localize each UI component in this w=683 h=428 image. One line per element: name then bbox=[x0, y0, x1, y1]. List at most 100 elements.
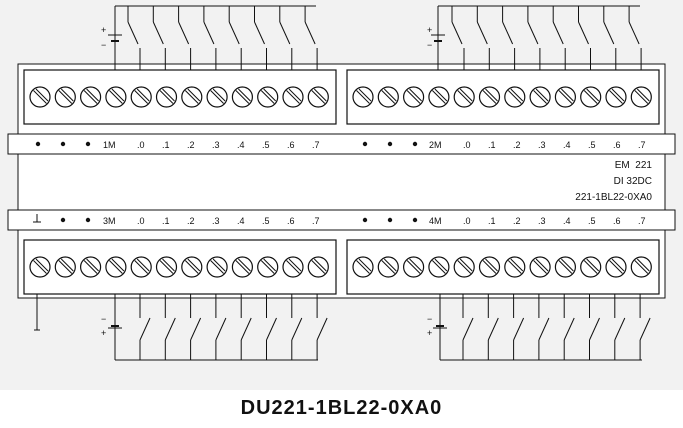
screw-terminal-bottom-right-6 bbox=[504, 256, 526, 278]
screw-terminal-bottom-left-9 bbox=[257, 256, 279, 278]
screw-terminal-bottom-right-1 bbox=[377, 256, 399, 278]
screw-terminal-bottom-left-5 bbox=[155, 256, 178, 278]
screw-terminal-top-right-4 bbox=[453, 86, 475, 108]
input-switches-top bbox=[115, 5, 642, 70]
input-label-i0-4: .4 bbox=[237, 140, 245, 150]
switch-top-left-0 bbox=[127, 6, 141, 70]
screw-terminal-bottom-left-11 bbox=[307, 256, 329, 278]
screw-terminal-bottom-left-0 bbox=[29, 256, 51, 278]
supply-minus-bottom-right: − bbox=[427, 314, 432, 324]
strip-dot-6 bbox=[60, 217, 66, 223]
switch-bottom-left-4 bbox=[240, 294, 252, 360]
common-label-2m: 2M bbox=[429, 140, 442, 150]
upper-label-strip bbox=[7, 133, 676, 155]
screw-terminal-bottom-right-10 bbox=[605, 256, 627, 278]
switch-bottom-left-5 bbox=[266, 294, 277, 360]
strip-dot-3 bbox=[362, 141, 368, 147]
switch-bottom-right-2 bbox=[513, 294, 525, 360]
diagram-caption: DU221-1BL22-0XA0 bbox=[240, 397, 443, 419]
dc-supply-bottom-right bbox=[433, 294, 447, 360]
supply-plus-bottom-left: + bbox=[101, 328, 106, 338]
screw-terminal-bottom-left-10 bbox=[282, 256, 304, 278]
input-label-i2-4: .4 bbox=[237, 216, 245, 226]
strip-dot-5 bbox=[412, 141, 418, 147]
input-label-i3-2: .2 bbox=[513, 216, 521, 226]
input-label-i2-2: .2 bbox=[187, 216, 195, 226]
strip-dot-1 bbox=[60, 141, 66, 147]
supply-plus-top-left: + bbox=[101, 25, 106, 35]
switch-bottom-left-1 bbox=[164, 294, 176, 360]
screw-terminal-top-left-10 bbox=[282, 86, 304, 108]
screw-terminal-top-right-6 bbox=[504, 86, 526, 108]
screw-terminal-top-right-3 bbox=[428, 86, 450, 108]
switch-top-left-4 bbox=[228, 6, 242, 70]
strip-dot-0 bbox=[35, 141, 41, 147]
input-label-i1-7: .7 bbox=[638, 140, 646, 150]
switch-bottom-right-0 bbox=[462, 294, 474, 360]
screw-terminal-bottom-right-0 bbox=[352, 256, 374, 278]
supply-plus-top-right: + bbox=[427, 25, 432, 35]
input-label-i0-1: .1 bbox=[162, 140, 170, 150]
input-label-i0-2: .2 bbox=[187, 140, 195, 150]
common-label-4m: 4M bbox=[429, 216, 442, 226]
switch-top-right-2 bbox=[502, 6, 516, 70]
switch-bottom-right-7 bbox=[639, 294, 651, 360]
switch-top-left-2 bbox=[178, 6, 192, 70]
screw-terminal-bottom-right-11 bbox=[630, 256, 652, 278]
screw-terminal-bottom-right-2 bbox=[403, 256, 425, 278]
dc-supplies bbox=[108, 6, 447, 360]
screw-terminals-bottom bbox=[29, 256, 652, 278]
switch-bottom-right-1 bbox=[487, 294, 499, 360]
input-label-i3-0: .0 bbox=[463, 216, 471, 226]
input-label-i3-4: .4 bbox=[563, 216, 571, 226]
module-order-number: 221-1BL22-0XA0 bbox=[575, 192, 652, 203]
screw-terminal-top-right-9 bbox=[580, 86, 602, 108]
switch-top-left-1 bbox=[152, 6, 166, 70]
input-label-i1-2: .2 bbox=[513, 140, 521, 150]
strip-dot-9 bbox=[387, 217, 393, 223]
supply-plus-bottom-right: + bbox=[427, 328, 432, 338]
screw-terminal-bottom-right-7 bbox=[529, 256, 551, 278]
screw-terminal-bottom-left-6 bbox=[181, 256, 203, 278]
input-label-i0-3: .3 bbox=[212, 140, 220, 150]
screw-terminal-bottom-left-7 bbox=[206, 256, 228, 278]
screw-terminal-top-left-5 bbox=[155, 86, 178, 108]
common-label-3m: 3M bbox=[103, 216, 116, 226]
switch-top-right-0 bbox=[451, 6, 465, 70]
screw-terminal-top-left-2 bbox=[79, 86, 102, 108]
screw-terminal-top-left-4 bbox=[130, 86, 152, 108]
input-label-i1-6: .6 bbox=[613, 140, 621, 150]
supply-minus-top-right: − bbox=[427, 40, 432, 50]
screw-terminal-bottom-left-1 bbox=[54, 256, 76, 278]
common-label-1m: 1M bbox=[103, 140, 116, 150]
screw-terminal-bottom-right-4 bbox=[453, 256, 475, 278]
switch-bottom-right-6 bbox=[614, 294, 626, 360]
input-label-i0-7: .7 bbox=[312, 140, 320, 150]
switch-top-right-5 bbox=[578, 6, 591, 70]
switch-top-right-1 bbox=[476, 6, 490, 70]
input-label-i1-0: .0 bbox=[463, 140, 471, 150]
screw-terminal-bottom-right-9 bbox=[580, 256, 602, 278]
switch-bottom-left-2 bbox=[190, 294, 202, 360]
input-label-i1-3: .3 bbox=[538, 140, 546, 150]
dc-supply-bottom-left bbox=[108, 294, 122, 360]
switch-top-right-4 bbox=[552, 6, 566, 70]
switch-top-left-7 bbox=[304, 6, 318, 70]
switch-top-left-3 bbox=[203, 6, 217, 70]
dc-supply-top-right bbox=[431, 6, 445, 70]
switch-bottom-right-4 bbox=[563, 294, 575, 360]
wiring-diagram: 1M .0 .1 .2 .3 .4 .5 .6 .7 2M .0 .1 .2 .… bbox=[0, 0, 683, 390]
strip-dot-7 bbox=[85, 217, 91, 223]
screw-terminal-top-left-11 bbox=[307, 86, 329, 108]
screw-terminal-top-right-5 bbox=[478, 86, 501, 108]
input-label-i2-3: .3 bbox=[212, 216, 220, 226]
supply-minus-top-left: − bbox=[101, 40, 106, 50]
strip-dot-4 bbox=[387, 141, 393, 147]
screw-terminals-top bbox=[29, 86, 652, 108]
lower-label-strip bbox=[7, 209, 676, 231]
input-label-i1-5: .5 bbox=[588, 140, 596, 150]
input-label-i3-7: .7 bbox=[638, 216, 646, 226]
screw-terminal-bottom-left-2 bbox=[79, 256, 102, 278]
screw-terminal-top-right-11 bbox=[630, 86, 652, 108]
screw-terminal-top-left-6 bbox=[181, 86, 203, 108]
